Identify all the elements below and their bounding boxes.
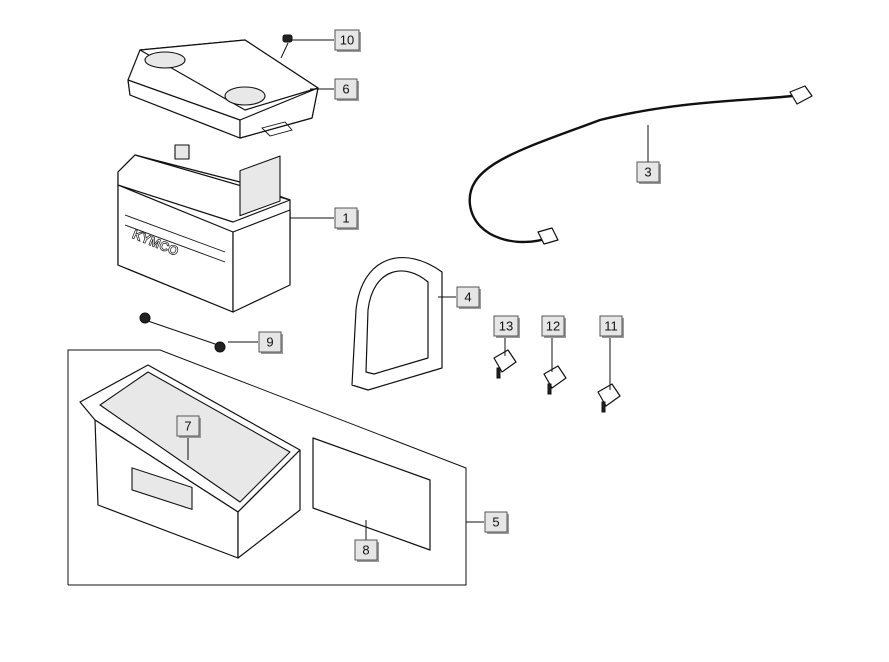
callout-number: 6 [342,82,349,97]
callout-9: 9 [258,331,283,354]
callout-number: 5 [492,515,499,530]
callout-5: 5 [484,511,509,534]
callout-number: 4 [464,290,471,305]
callout-number: 9 [266,335,273,350]
callout-8: 8 [354,539,379,562]
callout-11: 11 [599,315,624,338]
battery-box-group-part-5 [67,349,467,586]
fuse-part-13 [493,349,517,379]
callout-box [636,161,660,183]
rubber-band-part-4 [351,257,443,391]
callout-box [493,315,519,337]
callout-3: 3 [636,161,661,184]
callout-number: 1 [342,211,349,226]
screw-part-10 [280,34,293,59]
callout-box [176,415,200,437]
callout-12: 12 [541,315,566,338]
callout-number: 11 [604,319,618,334]
callout-13: 13 [493,315,520,338]
cable-part-3 [468,85,813,245]
callout-number: 3 [644,165,651,180]
callout-leaders [187,39,649,540]
battery-part-1: KYMCO [117,144,291,313]
battery-cover-part-6 [127,39,319,139]
callout-box [354,539,378,561]
callout-1: 1 [334,207,359,230]
screws-part-9 [139,312,226,353]
callout-number: 8 [362,543,369,558]
callout-number: 13 [499,319,513,334]
callout-box [334,29,360,51]
callout-number: 12 [546,319,560,334]
callout-box [541,315,565,337]
callout-box [456,286,480,308]
callout-4: 4 [456,286,481,309]
callout-box [258,331,282,353]
callout-6: 6 [334,78,359,101]
fuse-part-11 [597,383,621,413]
callout-box [334,78,358,100]
fuse-part-12 [543,365,567,395]
callout-7: 7 [176,415,201,438]
callout-box [334,207,358,229]
callout-number: 7 [184,419,191,434]
callout-box [599,315,623,337]
callout-number: 10 [340,33,354,48]
callout-box [484,511,508,533]
callout-10: 10 [334,29,361,52]
